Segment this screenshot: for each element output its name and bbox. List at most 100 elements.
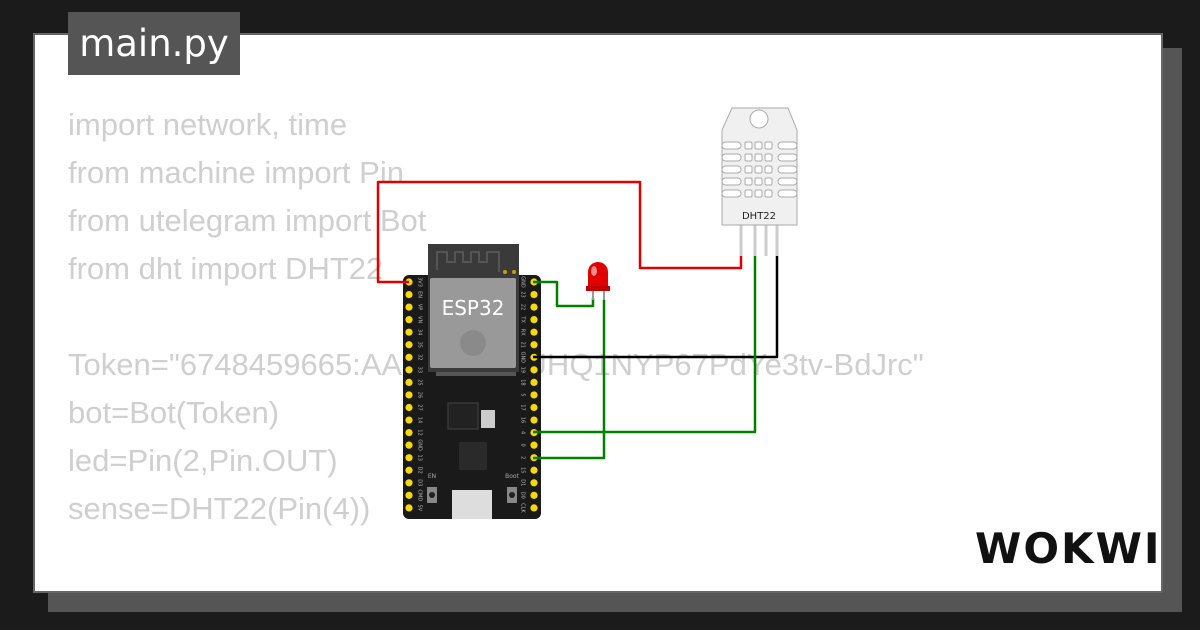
- esp32-pin-right-tx[interactable]: [530, 316, 538, 324]
- esp32-pin-left-cmd[interactable]: [405, 491, 413, 499]
- esp32-pin-label: EN: [417, 291, 423, 298]
- dht22-label: DHT22: [742, 211, 776, 222]
- esp32-pin-left-14[interactable]: [405, 416, 413, 424]
- code-line: import network, time: [68, 107, 348, 142]
- esp32-pin-right-d0[interactable]: [530, 491, 538, 499]
- dht-vent: [764, 141, 773, 150]
- esp32-pin-label: GND: [520, 276, 526, 288]
- esp32-pin-label: GND: [520, 352, 526, 364]
- dht-vent: [744, 153, 753, 162]
- dht-vent: [764, 177, 773, 186]
- esp32-pin-left-32[interactable]: [405, 353, 413, 361]
- esp32-pin-left-d3[interactable]: [405, 479, 413, 487]
- esp32-pin-left-vn[interactable]: [405, 316, 413, 324]
- dht-vent: [764, 189, 773, 198]
- esp32-pin-right-18[interactable]: [530, 378, 538, 386]
- esp32-pin-label: 23: [520, 291, 526, 297]
- boot-label: Boot: [505, 473, 519, 480]
- dht-vent: [744, 189, 753, 198]
- esp32-pin-label: RX: [520, 329, 526, 336]
- dht-vent: [764, 165, 773, 174]
- esp32-pin-right-d1[interactable]: [530, 479, 538, 487]
- dht-vent: [721, 141, 742, 150]
- esp32-pin-label: D1: [520, 479, 526, 486]
- esp32-pin-label: 33: [417, 367, 423, 373]
- red-led[interactable]: [586, 262, 610, 300]
- esp32-pin-label: 17: [520, 404, 526, 410]
- preview-card: [33, 33, 1163, 593]
- esp32-pin-left-en[interactable]: [405, 290, 413, 299]
- esp32-pin-label: D2: [417, 467, 423, 474]
- esp32-pin-label: D0: [520, 492, 526, 499]
- esp32-pin-right-22[interactable]: [530, 303, 538, 311]
- esp32-pin-left-26[interactable]: [405, 391, 413, 399]
- dht-vent: [721, 153, 742, 162]
- esp32-pin-label: VP: [417, 304, 423, 310]
- wire-gnd-to-dht-gnd[interactable]: [533, 255, 779, 359]
- file-tab[interactable]: main.py: [68, 12, 240, 75]
- dht-vent: [744, 177, 753, 186]
- esp32-pin-left-25[interactable]: [405, 378, 413, 386]
- esp32-pin-right-21[interactable]: [530, 341, 538, 349]
- dht-vent: [777, 177, 798, 186]
- dht-vent: [721, 165, 742, 174]
- esp32-pin-label: 35: [417, 342, 423, 348]
- esp32-pin-right-17[interactable]: [530, 403, 538, 412]
- dht-vent: [777, 189, 798, 198]
- esp32-pin-label: 34: [417, 329, 423, 335]
- dht-vent: [754, 165, 763, 174]
- esp32-pin-right-rx[interactable]: [530, 328, 538, 336]
- dht22-sensor[interactable]: DHT22: [721, 107, 798, 256]
- esp32-pin-label: 15: [520, 467, 526, 473]
- esp32-pin-right-clk[interactable]: [530, 504, 538, 512]
- esp32-pin-label: 27: [417, 404, 423, 410]
- esp32-pin-left-33[interactable]: [405, 366, 413, 374]
- esp32-label: ESP32: [442, 296, 505, 320]
- esp32-pin-label: 16: [520, 417, 526, 423]
- dht-vent: [721, 177, 742, 186]
- code-line: bot=Bot(Token): [68, 395, 280, 430]
- esp32-pin-left-35[interactable]: [405, 341, 413, 349]
- esp32-pin-right-15[interactable]: [530, 466, 538, 474]
- dht-vent: [777, 153, 798, 162]
- esp32-pin-left-gnd[interactable]: [405, 441, 413, 449]
- esp32-board[interactable]: ESP32 EN Boot 3V3ENVPVN34353233252627141…: [403, 244, 541, 519]
- code-line: from machine import Pin: [68, 155, 404, 190]
- wire-gnd-to-led-cathode[interactable]: [533, 280, 595, 308]
- esp32-pin-right-0[interactable]: [530, 441, 538, 449]
- dht-vent: [754, 141, 763, 150]
- esp32-pin-left-d2[interactable]: [405, 466, 413, 474]
- wire-pin2-to-led-anode[interactable]: [533, 300, 606, 460]
- esp32-pin-label: 26: [417, 392, 423, 398]
- esp32-pin-left-vp[interactable]: [405, 303, 413, 311]
- esp32-pin-label: 12: [417, 429, 423, 435]
- esp32-pin-label: 18: [520, 379, 526, 385]
- esp32-pin-label: 14: [417, 417, 423, 423]
- code-line: from dht import DHT22: [68, 251, 384, 286]
- esp32-pin-left-27[interactable]: [405, 403, 413, 412]
- en-label: EN: [428, 473, 436, 480]
- esp32-pin-label: GND: [417, 439, 423, 451]
- esp32-pin-right-16[interactable]: [530, 416, 538, 424]
- esp32-pin-right-23[interactable]: [530, 290, 538, 299]
- esp32-pin-left-12[interactable]: [405, 429, 413, 437]
- esp32-pin-left-5v[interactable]: [405, 504, 413, 512]
- wire-pin4-to-dht-data[interactable]: [533, 255, 757, 434]
- dht-vent: [754, 177, 763, 186]
- code-line: sense=DHT22(Pin(4)): [68, 491, 371, 526]
- dht-vent: [721, 189, 742, 198]
- esp32-pin-right-5[interactable]: [530, 391, 538, 399]
- esp32-pin-label: 25: [417, 379, 423, 385]
- esp32-pin-label: 3V3: [417, 277, 423, 287]
- dht-vent: [744, 165, 753, 174]
- dht-vent: [764, 153, 773, 162]
- esp32-pin-label: VN: [417, 316, 423, 323]
- esp32-pin-label: 4: [520, 431, 526, 434]
- esp32-pin-left-13[interactable]: [405, 454, 413, 462]
- dht-vent: [754, 153, 763, 162]
- esp32-pin-label: CLK: [520, 503, 526, 513]
- wire-3v3-to-dht-vcc[interactable]: [376, 180, 743, 284]
- esp32-pin-right-19[interactable]: [530, 366, 538, 374]
- esp32-pin-left-34[interactable]: [405, 328, 413, 336]
